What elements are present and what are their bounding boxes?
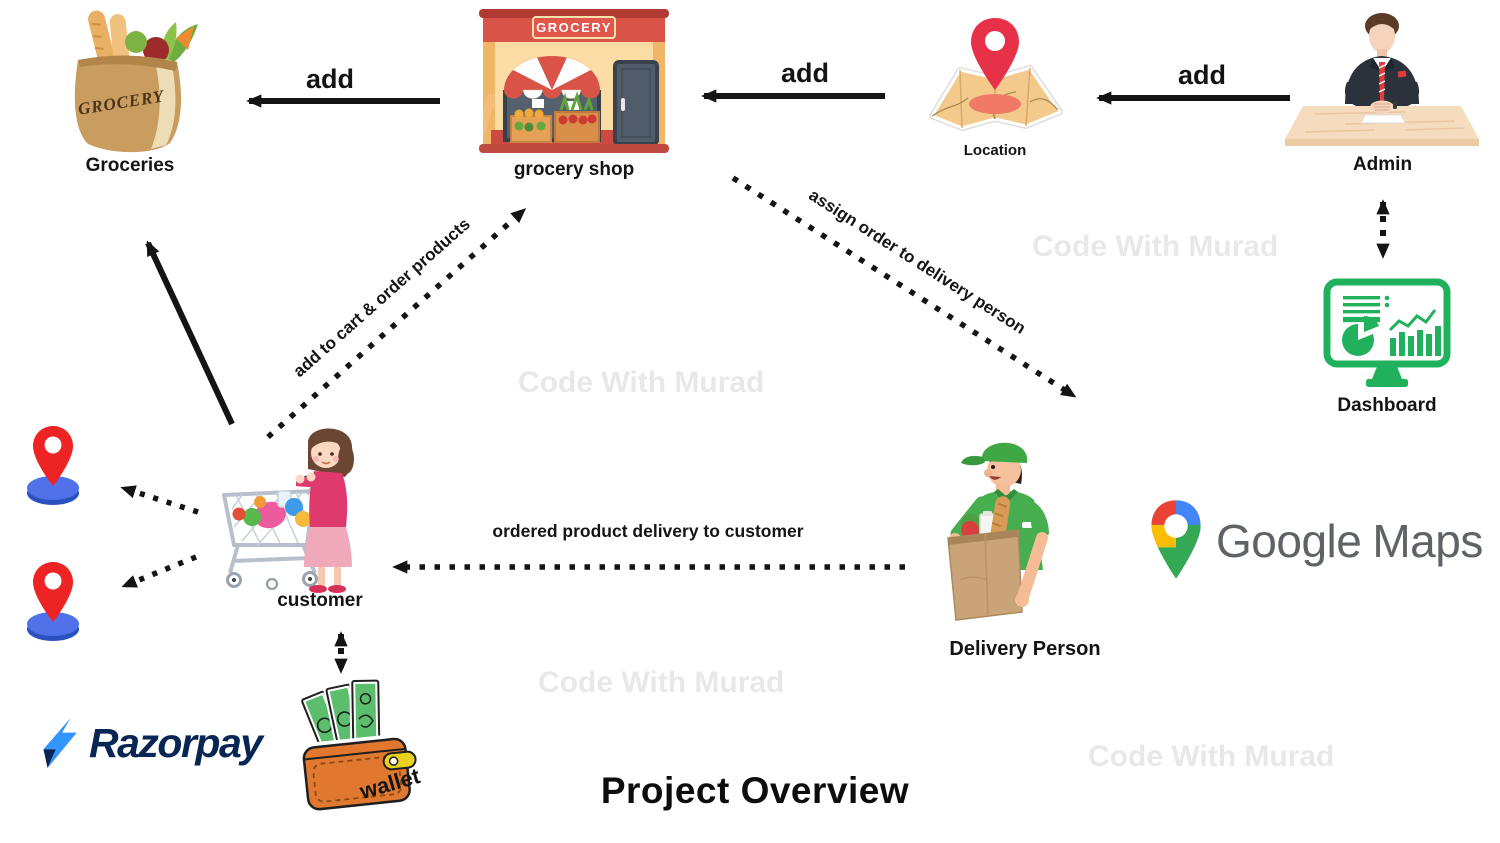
- delivery-cap: [961, 442, 1027, 466]
- wallet-icon: [298, 677, 417, 815]
- page-title: Project Overview: [600, 770, 910, 811]
- grocery-shop-label: grocery shop: [513, 159, 635, 180]
- location-pin: [971, 18, 1019, 90]
- map-pin-disc-icon: [27, 562, 79, 641]
- bag-stripe: [151, 58, 176, 149]
- shop-sign-text: GROCERY: [536, 20, 612, 35]
- razorpay-mark-icon: [43, 718, 77, 768]
- shop-door: [613, 60, 659, 146]
- admin-label: Admin: [1352, 154, 1413, 175]
- vegetables-icon: [125, 22, 198, 63]
- location-label: Location: [963, 142, 1027, 159]
- delivery-person-label: Delivery Person: [949, 638, 1101, 660]
- edge-label-add-3: add: [1177, 60, 1226, 90]
- edge-label-add-to-cart: add to cart & order products: [289, 214, 474, 381]
- arrow-customer-to-pin2-dotted: [121, 554, 198, 589]
- maps-text: Maps: [1372, 515, 1483, 567]
- edge-label-ordered-delivery: ordered product delivery to customer: [492, 521, 804, 541]
- money-bills-icon: [299, 677, 383, 762]
- shop-awning: [504, 56, 600, 99]
- dashboard-icon: [1323, 278, 1451, 387]
- google-text: Google: [1216, 515, 1362, 567]
- groceries-label: Groceries: [85, 155, 175, 176]
- edge-label-add-2: add: [780, 58, 829, 88]
- customer-figure: [295, 428, 354, 593]
- grocery-paper-bag-icon: [947, 496, 1023, 621]
- google-maps-pin-icon: [1151, 500, 1201, 579]
- map-pin-disc-icon: [27, 426, 79, 505]
- produce-crates: [510, 91, 600, 143]
- location-icon: [929, 18, 1063, 131]
- arrow-shop-to-delivery-dotted: [731, 175, 1077, 399]
- delivery-person-icon: [947, 442, 1049, 621]
- razorpay-text: Razorpay: [89, 719, 263, 766]
- grocery-shop-icon: GROCERY: [477, 9, 669, 153]
- edge-label-add-1: add: [305, 64, 354, 94]
- admin-icon: [1285, 13, 1479, 146]
- groceries-bag-icon: GROCERY: [74, 10, 198, 153]
- arrow-customer-to-shop-dotted: [266, 207, 527, 440]
- dashboard-label: Dashboard: [1337, 395, 1437, 416]
- watermark: Code With Murad: [538, 666, 785, 699]
- bag-body: [74, 56, 182, 153]
- watermark: Code With Murad: [1088, 740, 1335, 773]
- location-highlight: [969, 94, 1021, 114]
- customer-label: customer: [277, 590, 363, 611]
- arrow-customer-to-pin1-dotted: [120, 485, 199, 515]
- edge-label-assign-order: assign order to delivery person: [805, 185, 1030, 338]
- arrow-customer-to-groceries: [145, 240, 235, 426]
- watermark: Code With Murad: [518, 366, 765, 399]
- razorpay-logo: Razorpay: [35, 718, 263, 768]
- customer-icon: [222, 428, 354, 593]
- bag-rim: [78, 55, 177, 71]
- watermark: Code With Murad: [1032, 230, 1279, 263]
